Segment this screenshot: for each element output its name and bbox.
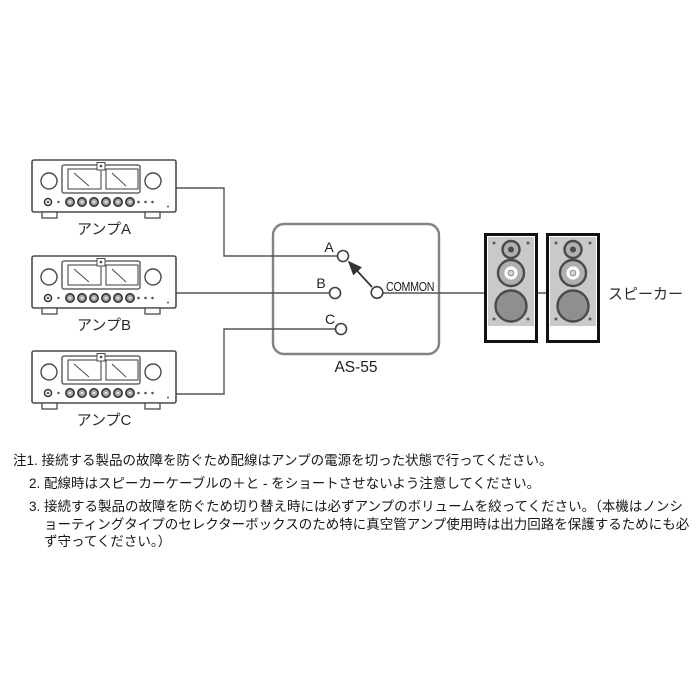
- amp-c-label: アンプC: [76, 412, 132, 429]
- amplifier-a-illustration: [31, 159, 177, 219]
- note-2: 2. 配線時はスピーカーケーブルの＋と - をショートさせないよう注意してくださ…: [29, 476, 541, 491]
- terminal-c-label: C: [324, 311, 336, 327]
- switch-position-arrow: [347, 260, 373, 288]
- speaker-wires: [176, 187, 552, 395]
- amplifier-c-illustration: [31, 350, 177, 410]
- speakers-label: スピーカー: [608, 286, 684, 303]
- terminal-c-circle: [334, 322, 348, 336]
- note-1: 注1. 接続する製品の故障を防ぐため配線はアンプの電源を切った状態で行ってくださ…: [13, 453, 553, 468]
- terminal-a-label: A: [324, 239, 334, 255]
- wire-amp-a-to-terminal-a: [176, 187, 343, 257]
- amplifier-b-illustration: [31, 255, 177, 315]
- terminal-a-circle: [336, 249, 350, 263]
- speaker-left-illustration: [484, 233, 538, 343]
- speaker-right-illustration: [546, 233, 600, 343]
- terminal-common-circle: [370, 285, 384, 300]
- note-3: 3. 接続する製品の故障を防ぐため切り替え時には必ずアンプのボリュームを絞ってく…: [29, 499, 690, 549]
- selector-box-model-label: AS-55: [334, 359, 378, 376]
- amp-a-label: アンプA: [77, 221, 131, 238]
- common-terminal-label: COMMON: [386, 279, 435, 294]
- terminal-b-label: B: [316, 275, 326, 291]
- wire-amp-c-to-terminal-c: [176, 328, 341, 395]
- terminal-b-circle: [328, 286, 342, 300]
- amp-b-label: アンプB: [77, 317, 131, 334]
